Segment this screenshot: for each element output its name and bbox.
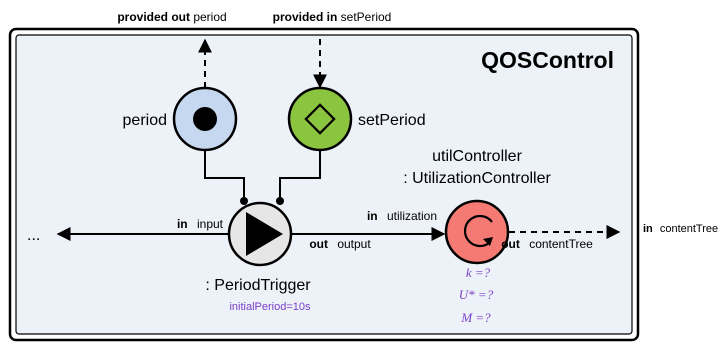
- left-ellipsis: ...: [27, 227, 40, 244]
- play-triangle-icon: [246, 212, 283, 256]
- controller-name-line2: : UtilizationController: [403, 170, 551, 187]
- trigger-right-connector: [276, 197, 284, 205]
- provided-in-setperiod-label: provided in setPeriod: [273, 10, 392, 24]
- provided-out-period-label: provided out period: [117, 10, 226, 24]
- setperiod-port-diamond-icon: [304, 103, 336, 135]
- period-to-trigger-wire: [204, 150, 245, 200]
- feedback-loop-icon: [463, 214, 493, 248]
- external-contenttree-label: in contentTree: [643, 223, 718, 235]
- period-port-dot-icon: [193, 107, 217, 131]
- setperiod-port[interactable]: [287, 86, 353, 152]
- feedback-loop-arrowhead: [483, 237, 493, 246]
- controller-input-label: in utilization: [367, 209, 437, 223]
- period-trigger-label: : PeriodTrigger: [205, 277, 311, 294]
- controller-output-label: out contentTree: [501, 237, 593, 251]
- setperiod-to-trigger-wire: [279, 150, 321, 200]
- component-outer-frame: [8, 27, 640, 342]
- trigger-left-connector: [240, 197, 248, 205]
- util-controller[interactable]: [444, 199, 510, 265]
- period-port-label: period: [123, 112, 167, 129]
- controller-param-k: k =?: [466, 265, 491, 280]
- trigger-output-label: out output: [309, 237, 371, 251]
- controller-param-u: U* =?: [459, 287, 494, 302]
- controller-param-m: M =?: [460, 310, 491, 325]
- initial-period-param: initialPeriod=10s: [229, 301, 311, 313]
- setperiod-port-label: setPeriod: [358, 112, 426, 129]
- component-title: QOSControl: [481, 47, 614, 73]
- controller-name-line1: utilController: [432, 148, 522, 165]
- trigger-input-label: in input: [177, 217, 224, 231]
